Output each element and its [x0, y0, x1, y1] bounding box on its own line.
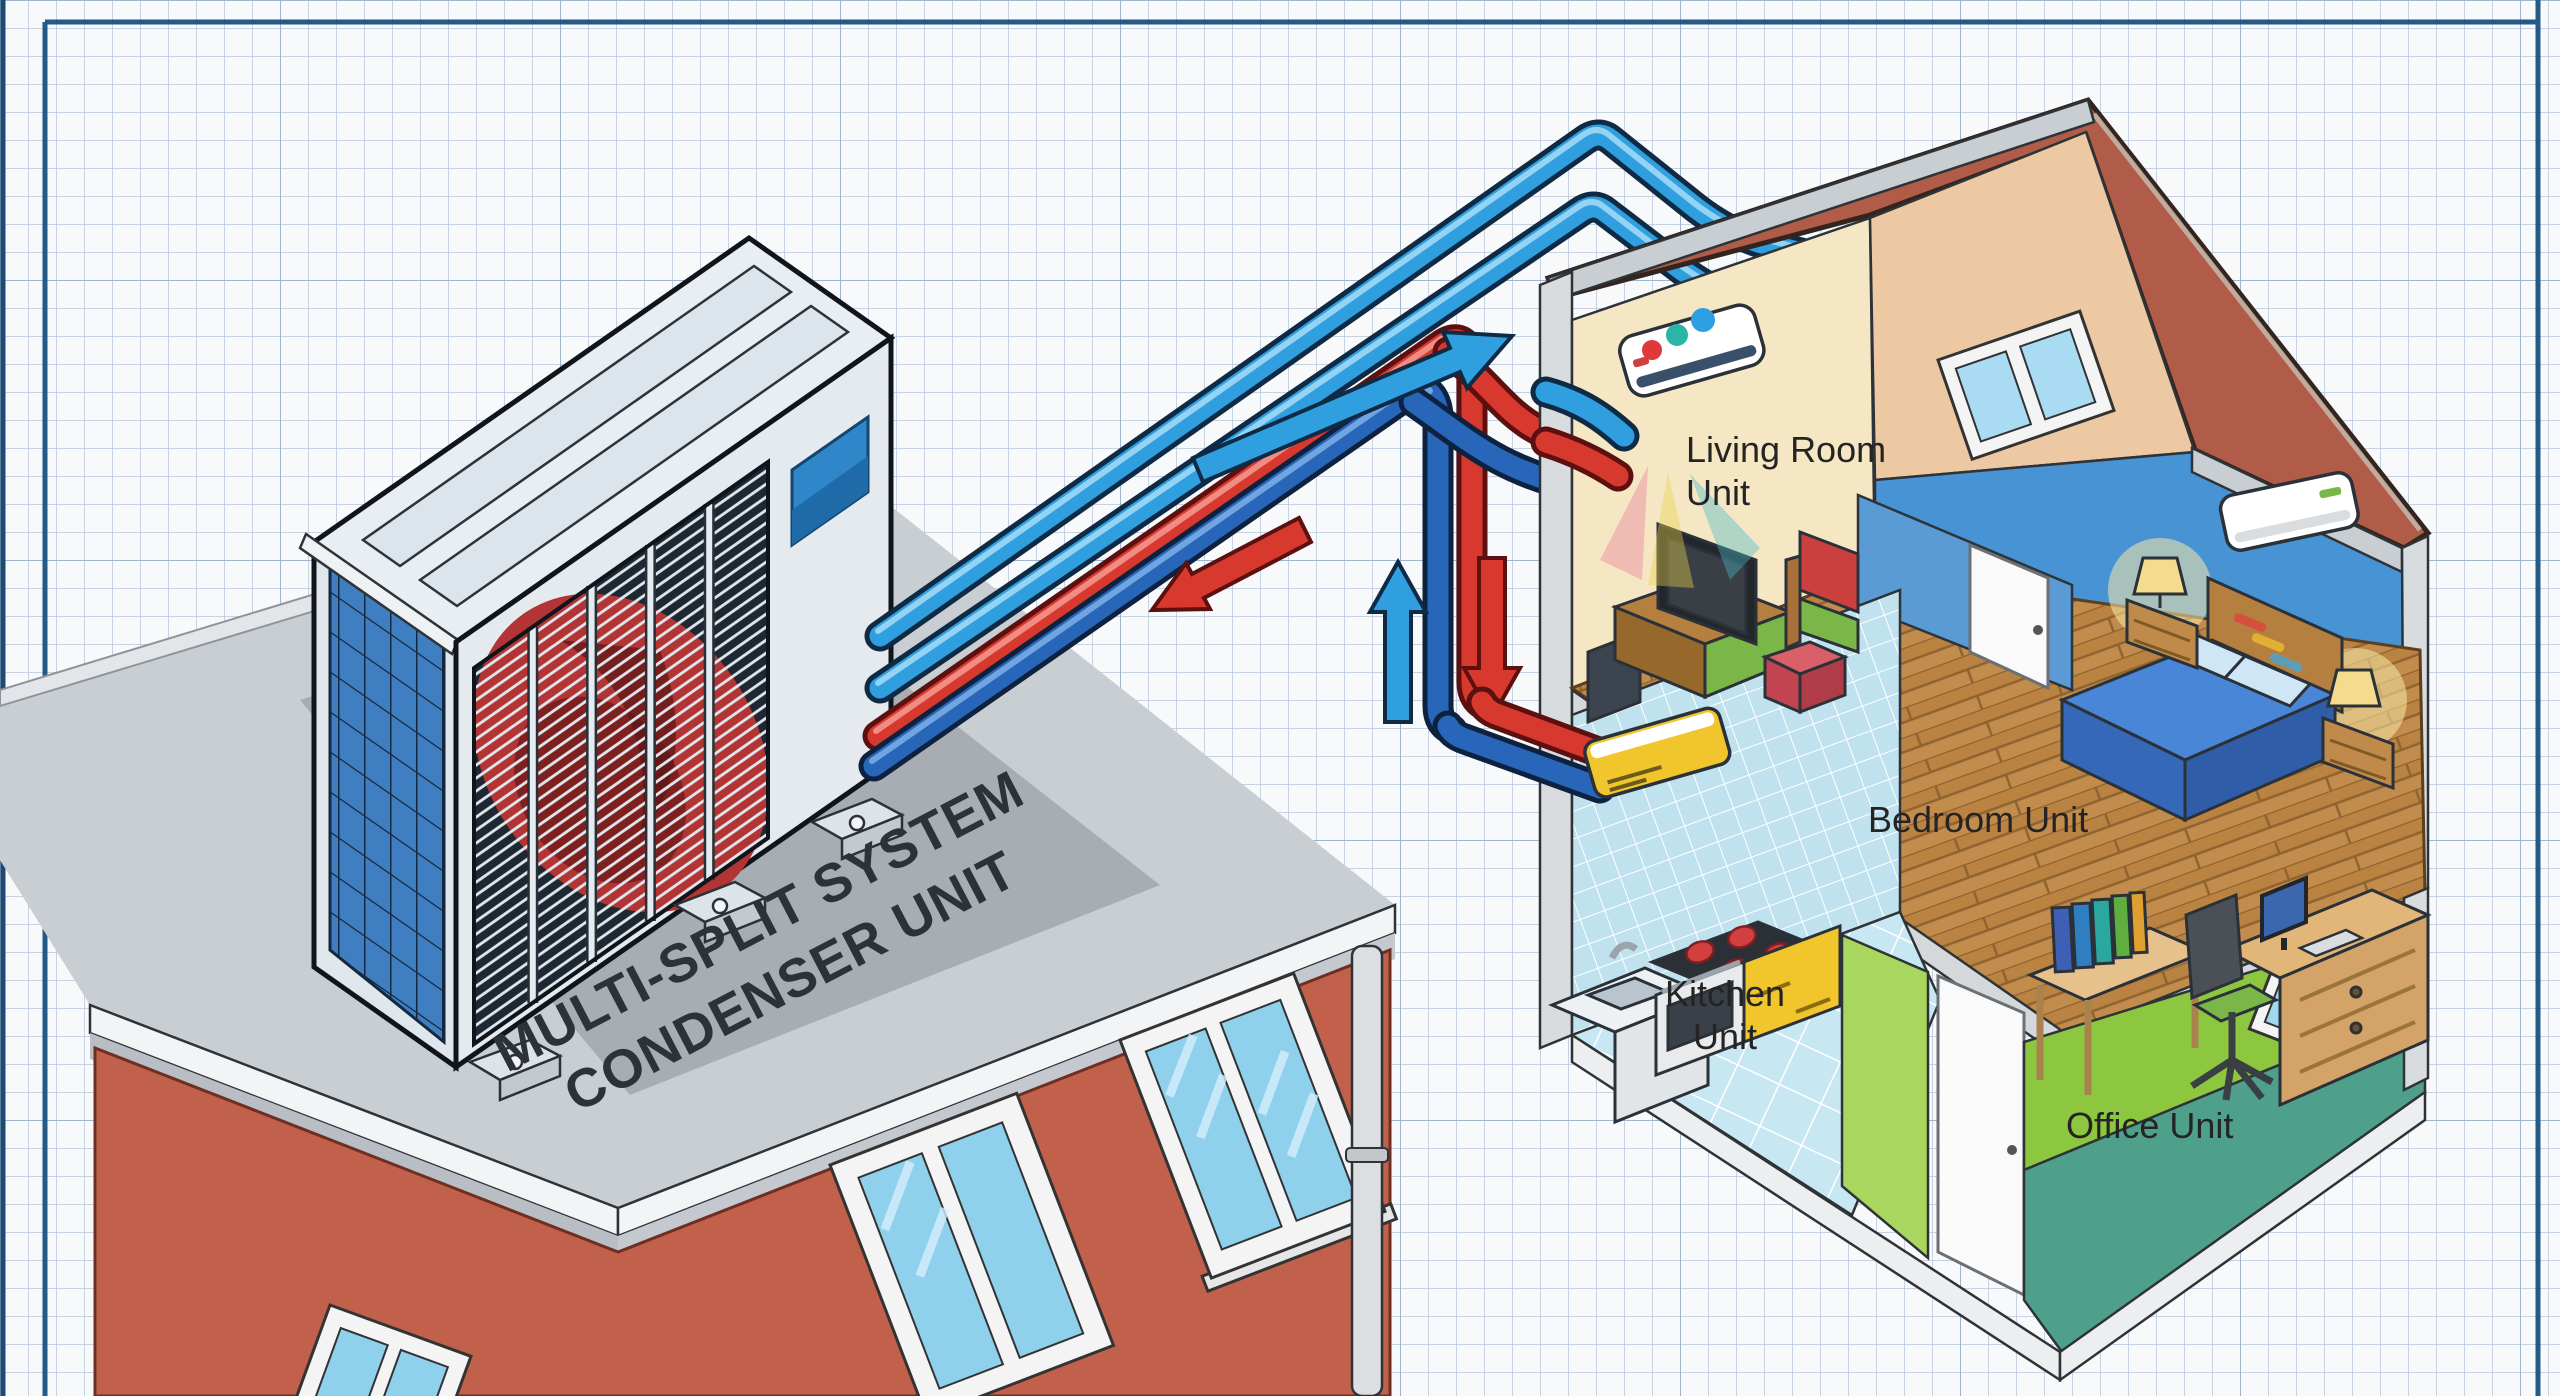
kitchen-contents: [1548, 920, 1842, 1125]
nightstand: [2125, 556, 2199, 671]
nightstand: [2321, 668, 2395, 791]
kitchen-office-wall: [1840, 933, 1930, 1261]
pillow: [2222, 654, 2313, 708]
condenser-feet: [467, 797, 905, 1102]
lamp-icon: [2326, 668, 2382, 708]
office-chair: [2184, 892, 2280, 1101]
condenser-unit: [298, 234, 905, 1102]
building-window: [259, 1303, 473, 1396]
bedroom-label: Bedroom Unit: [1868, 799, 2089, 840]
office-label: Office Unit: [2066, 1105, 2234, 1146]
teal-dot-icon: [1666, 324, 1688, 346]
fan-grille: [472, 458, 770, 1048]
office-door: [1936, 973, 2026, 1298]
living-room-airflow: [1600, 466, 1760, 588]
bedroom-airflow: [2233, 613, 2303, 672]
bedroom-furniture: [2058, 470, 2407, 823]
return-flow-arrow-icon: [1148, 515, 1314, 613]
kitchen-ac-unit: [1583, 706, 1732, 799]
keyboard: [2296, 928, 2366, 958]
red-dot-icon: [1642, 340, 1662, 360]
armchair: [1784, 529, 1860, 655]
living-room-pipe-stubs: [1530, 376, 1640, 492]
bedroom-ac-unit: [2218, 470, 2360, 552]
side-table: [2026, 890, 2209, 1095]
door-knob: [2033, 625, 2043, 635]
attic-window: [1936, 309, 2116, 462]
door-knob: [2007, 1145, 2017, 1155]
building-window: [828, 1091, 1116, 1396]
condenser-top-rail: [360, 264, 794, 568]
riser-up-arrow-icon: [1366, 557, 1430, 724]
computer-monitor: [2260, 875, 2366, 958]
kitchen-label: Kitchen Unit: [1664, 973, 1786, 1058]
kitchen-cabinet: [1742, 923, 1842, 1045]
riser-down-arrow-icon: [1460, 556, 1524, 723]
building-window: [1118, 971, 1399, 1294]
lamp-icon: [2132, 556, 2188, 596]
blue-dot-icon: [1691, 308, 1715, 332]
kitchen-pipe-stubs: [1432, 686, 1620, 804]
office-contents: [2026, 875, 2432, 1108]
downspout: [1345, 944, 1389, 1396]
status-indicator-dots: [1642, 308, 1715, 360]
supply-flow-arrow-icon: [1190, 329, 1517, 485]
condenser-top-rail: [417, 304, 851, 608]
cutaway-house: [1432, 97, 2432, 1383]
living-room-ac-unit: [1618, 303, 1766, 398]
binders: [2050, 890, 2149, 974]
living-room-label: Living Room Unit: [1686, 429, 1887, 514]
flow-arrows: [1148, 329, 1524, 724]
living-room-furniture: [1586, 521, 1860, 725]
bedroom-door: [1968, 542, 2050, 691]
control-panel: [790, 414, 870, 548]
desk: [2221, 888, 2432, 1108]
